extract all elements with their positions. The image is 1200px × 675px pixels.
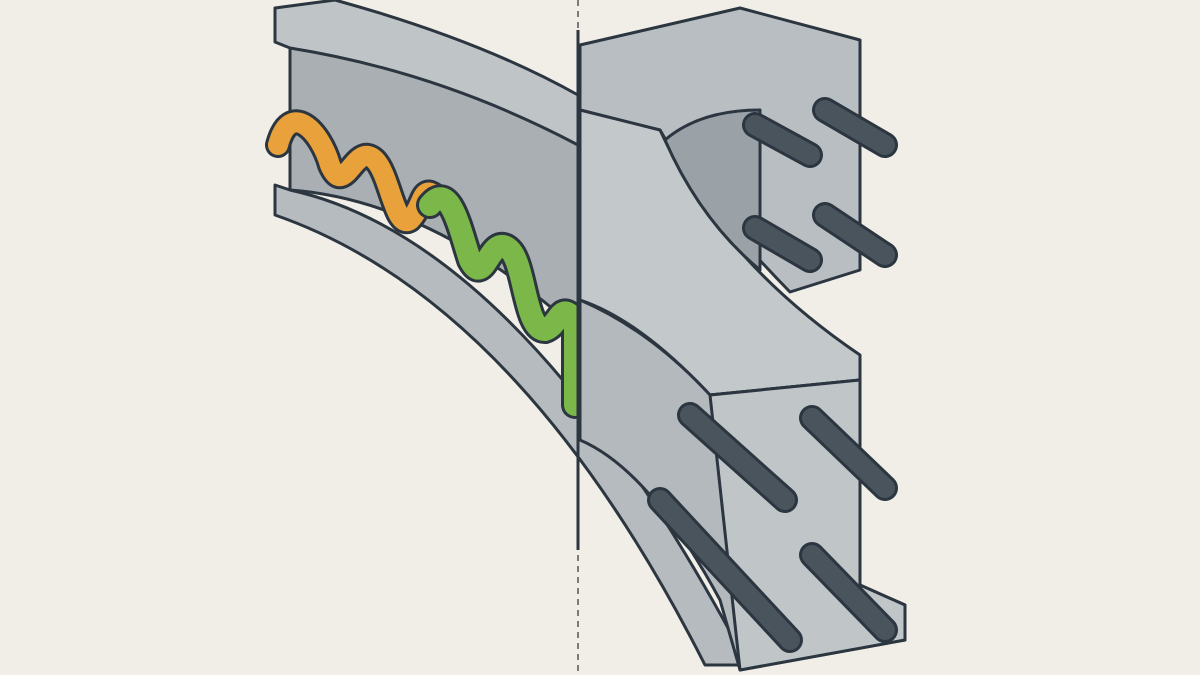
cut-cavity <box>663 108 762 272</box>
rebar <box>745 115 820 165</box>
rebar <box>815 100 895 155</box>
rebar <box>745 218 820 270</box>
rebar <box>802 408 895 498</box>
corrugated-strips <box>265 109 589 419</box>
rebar <box>815 205 895 265</box>
rebar <box>802 545 895 640</box>
rebars <box>647 97 898 653</box>
rebar <box>650 490 800 650</box>
rebar <box>680 405 795 510</box>
